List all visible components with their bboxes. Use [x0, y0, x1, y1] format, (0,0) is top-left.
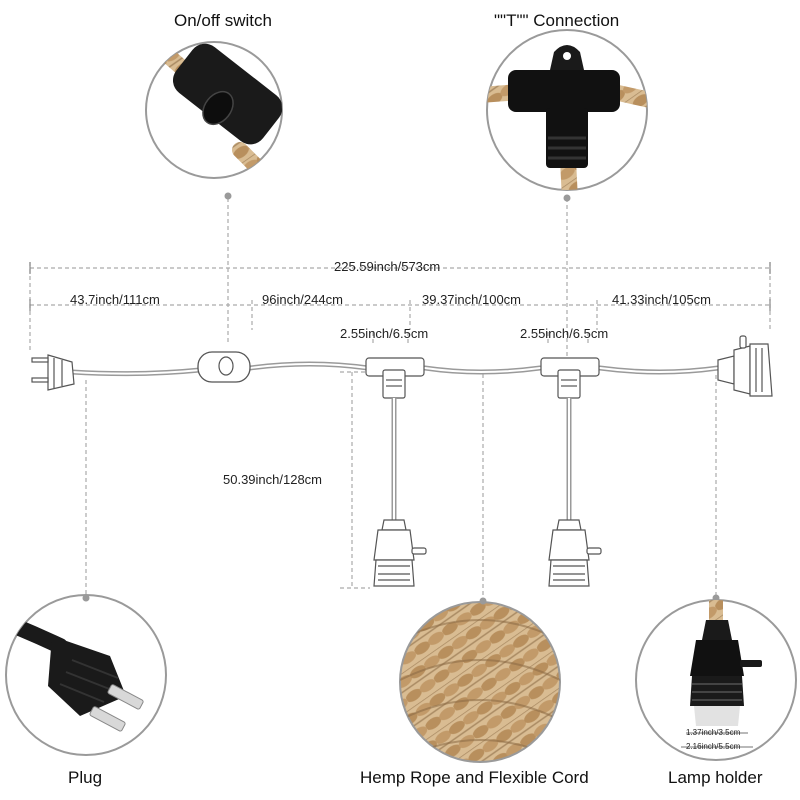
drop-cords-core	[393, 398, 570, 520]
switch-callout-circle	[145, 41, 283, 200]
main-cord-core	[71, 363, 719, 375]
segment-4-label: 41.33inch/105cm	[612, 292, 712, 307]
total-length-label: 225.59inch/573cm	[334, 259, 441, 274]
plug-icon	[31, 354, 75, 391]
dimension-end-caps	[29, 262, 771, 311]
switch-title: On/off switch	[174, 11, 272, 30]
hemp-rope-callout-circle	[399, 597, 561, 763]
leader-lines	[29, 198, 771, 600]
segment-3-label: 39.37inch/100cm	[422, 292, 522, 307]
socket-icon	[373, 335, 773, 587]
tee-2-width-label: 2.55inch/6.5cm	[520, 326, 609, 341]
switch-icon	[197, 351, 251, 383]
segment-1-label: 43.7inch/111cm	[70, 292, 160, 307]
segment-2-label: 96inch/244cm	[262, 292, 343, 307]
drop-cords	[391, 398, 572, 520]
tee-callout-circle	[486, 29, 648, 202]
holder-title: Lamp holder	[668, 768, 763, 787]
plug-callout-circle	[5, 594, 167, 756]
lamp-holder-callout-circle	[635, 594, 797, 761]
plug-title: Plug	[68, 768, 103, 787]
lamp-holder-icon	[681, 600, 762, 748]
drop-length-label: 50.39inch/128cm	[223, 472, 323, 487]
holder-outer-size-label: 2.16inch/5.5cm	[686, 742, 741, 751]
rope-title: Hemp Rope and Flexible Cord	[360, 768, 589, 787]
holder-inner-size-label: 1.37inch/3.5cm	[686, 728, 741, 737]
tee-1-width-label: 2.55inch/6.5cm	[340, 326, 429, 341]
tee-connector-icon	[365, 357, 600, 399]
tee-title: ""T"" Connection	[494, 11, 620, 30]
